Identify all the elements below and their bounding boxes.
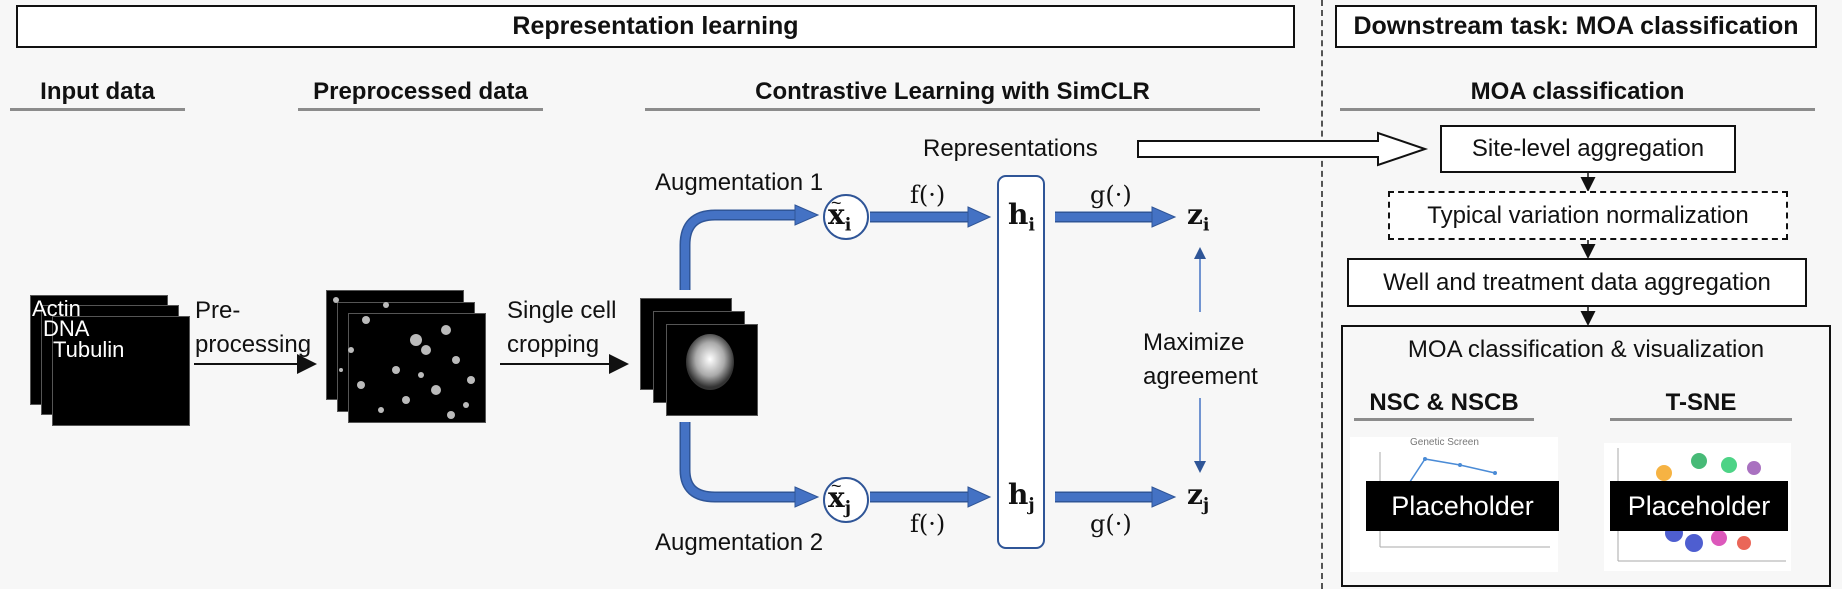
typical-variation-box: Typical variation normalization: [1388, 191, 1788, 240]
section-divider: [1321, 0, 1323, 589]
section-rule-input: [10, 108, 185, 111]
section-title-moa: MOA classification: [1470, 78, 1685, 105]
g-label-top: g(·): [1090, 181, 1132, 209]
x-j-tilde: ~: [831, 476, 842, 496]
cropping-label-1: Single cell: [507, 297, 617, 324]
cropping-label-2: cropping: [507, 331, 600, 358]
preprocessing-label-1: Pre-: [195, 297, 241, 324]
x-j-symbol: xj: [828, 481, 851, 519]
h-i-symbol: hi: [1008, 198, 1035, 236]
tsne-title: T-SNE: [1665, 389, 1737, 416]
section-title-contrastive: Contrastive Learning with SimCLR: [755, 78, 1150, 105]
section-rule-preprocessed: [298, 108, 543, 111]
h-j-symbol: hj: [1008, 478, 1035, 516]
placeholder-left: Placeholder: [1366, 481, 1559, 531]
f-label-top: f(·): [910, 181, 946, 209]
representation-learning-header: Representation learning: [16, 5, 1295, 48]
tsne-plot-points: [1617, 448, 1786, 562]
augmentation-1-label: Augmentation 1: [655, 169, 824, 196]
section-rule-contrastive: [645, 108, 1260, 111]
nsc-title: NSC & NSCB: [1369, 389, 1519, 416]
maximize-label-1: Maximize: [1143, 329, 1245, 356]
g-label-bottom: g(·): [1090, 510, 1132, 538]
placeholder-right: Placeholder: [1610, 481, 1788, 531]
section-rule-moa: [1340, 108, 1815, 111]
preprocessed-image-front: [348, 313, 486, 423]
z-i-symbol: zi: [1187, 198, 1210, 236]
maximize-label-2: agreement: [1143, 363, 1258, 390]
site-level-aggregation-box: Site-level aggregation: [1440, 125, 1736, 173]
cell-speckles: [333, 297, 475, 419]
nsc-rule: [1354, 418, 1534, 421]
preprocessing-label-2: processing: [195, 331, 312, 358]
representations-label: Representations: [923, 135, 1098, 162]
f-label-bottom: f(·): [910, 510, 946, 538]
channel-label-dna: DNA: [43, 316, 90, 341]
section-title-input-data: Input data: [40, 78, 155, 105]
downstream-task-header-box: Downstream task: MOA classification: [1335, 5, 1817, 48]
channel-label-tubulin: Tubulin: [53, 337, 125, 362]
augmentation-2-label: Augmentation 2: [655, 529, 824, 556]
input-image-front: [52, 316, 190, 426]
well-treatment-box: Well and treatment data aggregation: [1347, 258, 1807, 307]
single-cell: [686, 334, 734, 390]
x-i-symbol: xi: [828, 198, 852, 236]
moa-visualization-title: MOA classification & visualization: [1407, 336, 1765, 363]
x-i-tilde: ~: [831, 193, 842, 213]
tsne-rule: [1610, 418, 1792, 421]
z-j-symbol: zj: [1187, 478, 1210, 516]
section-title-preprocessed: Preprocessed data: [313, 78, 528, 105]
channel-label-actin: Actin: [32, 296, 81, 321]
nsc-plot-title: Genetic Screen: [1410, 437, 1479, 448]
